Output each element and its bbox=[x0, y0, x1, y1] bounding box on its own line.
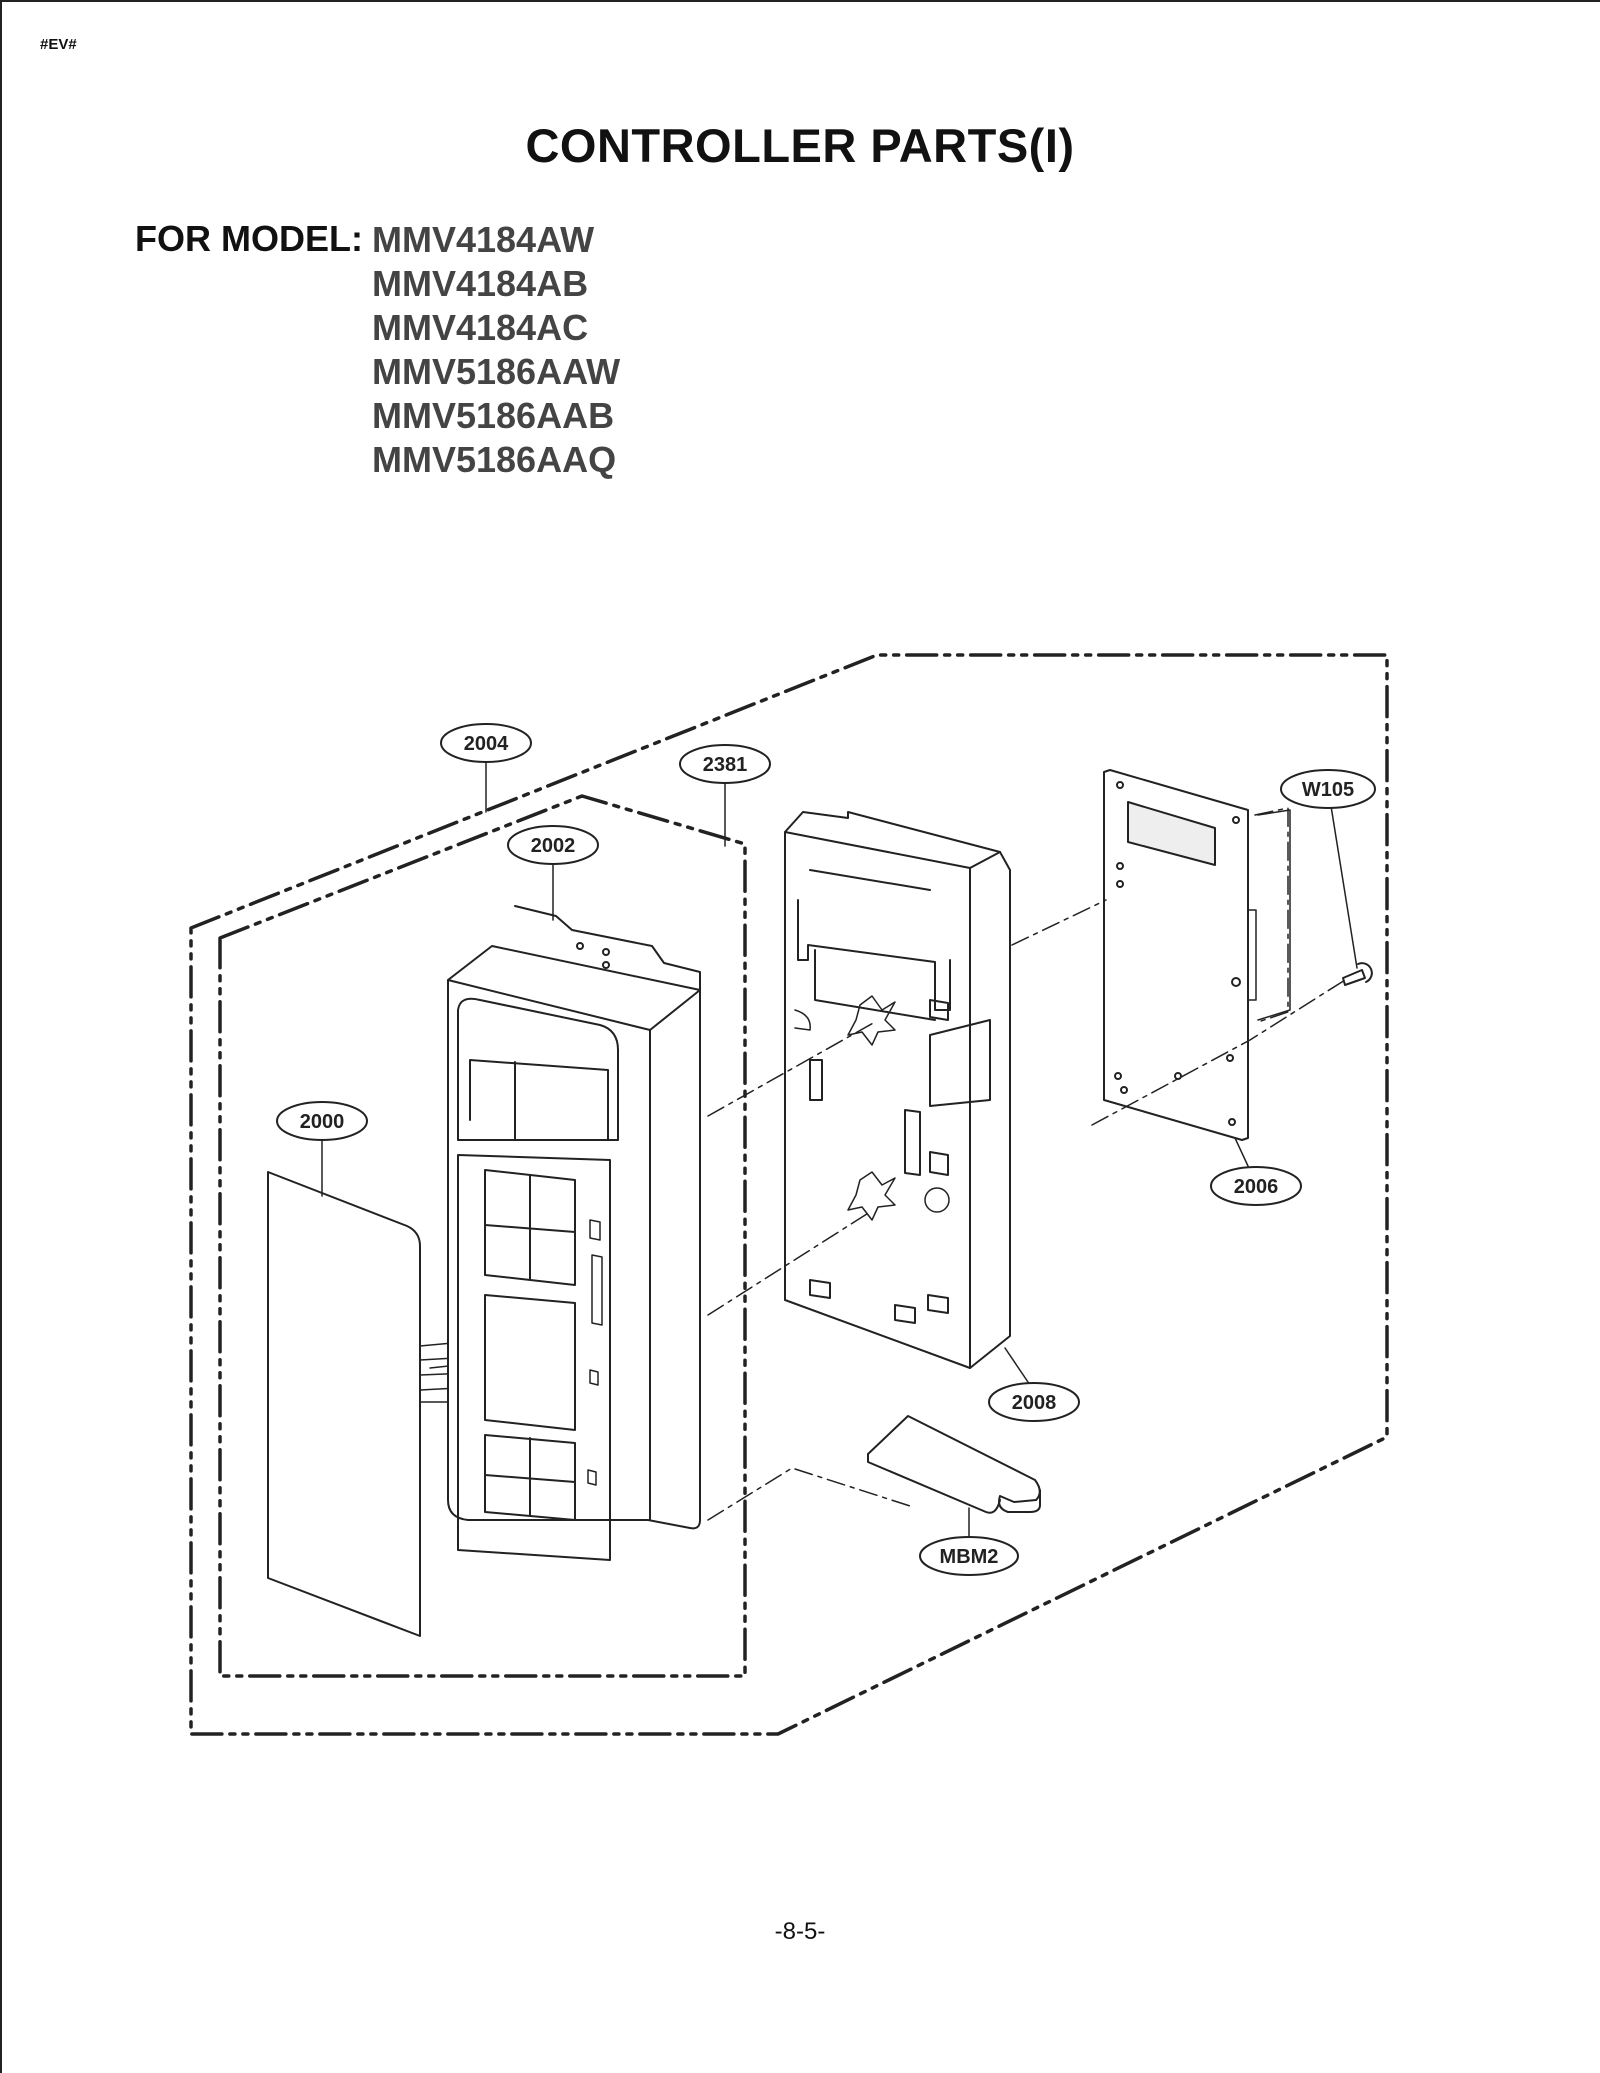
model-label: FOR MODEL: bbox=[135, 218, 363, 259]
callout-2000: 2000 bbox=[300, 1111, 345, 1133]
callout-2002: 2002 bbox=[531, 835, 576, 857]
exploded-parts-diagram: 2004 2381 2002 2000 W105 2006 2008 MBM2 bbox=[189, 653, 1389, 1736]
spring-clip-part bbox=[867, 1415, 1041, 1514]
control-frame-part bbox=[447, 905, 701, 1561]
model-item: MMV5186AAW bbox=[372, 351, 621, 392]
pcb-assembly-part bbox=[1103, 769, 1291, 1141]
screw-part bbox=[1342, 962, 1373, 986]
rear-frame-part bbox=[784, 811, 1011, 1369]
callout-mbm2: MBM2 bbox=[940, 1546, 999, 1568]
model-item: MMV4184AW bbox=[372, 219, 595, 260]
corner-mark: #EV# bbox=[40, 36, 77, 53]
inner-assembly-boundary bbox=[218, 794, 747, 1678]
callout-2381: 2381 bbox=[703, 754, 748, 776]
outer-assembly-boundary bbox=[189, 653, 1389, 1736]
page-number: -8-5- bbox=[774, 1918, 826, 1945]
callout-2004: 2004 bbox=[464, 733, 509, 755]
model-item: MMV5186AAQ bbox=[372, 439, 617, 480]
page-title: CONTROLLER PARTS(I) bbox=[525, 119, 1075, 172]
model-list: MMV4184AW MMV4184AB MMV4184AC MMV5186AAW… bbox=[372, 218, 620, 482]
callout-2008: 2008 bbox=[1012, 1392, 1057, 1414]
model-item: MMV5186AAB bbox=[372, 395, 615, 436]
model-item: MMV4184AB bbox=[372, 263, 589, 304]
callout-2006: 2006 bbox=[1234, 1176, 1279, 1198]
model-item: MMV4184AC bbox=[372, 307, 589, 348]
callout-w105: W105 bbox=[1302, 779, 1354, 801]
